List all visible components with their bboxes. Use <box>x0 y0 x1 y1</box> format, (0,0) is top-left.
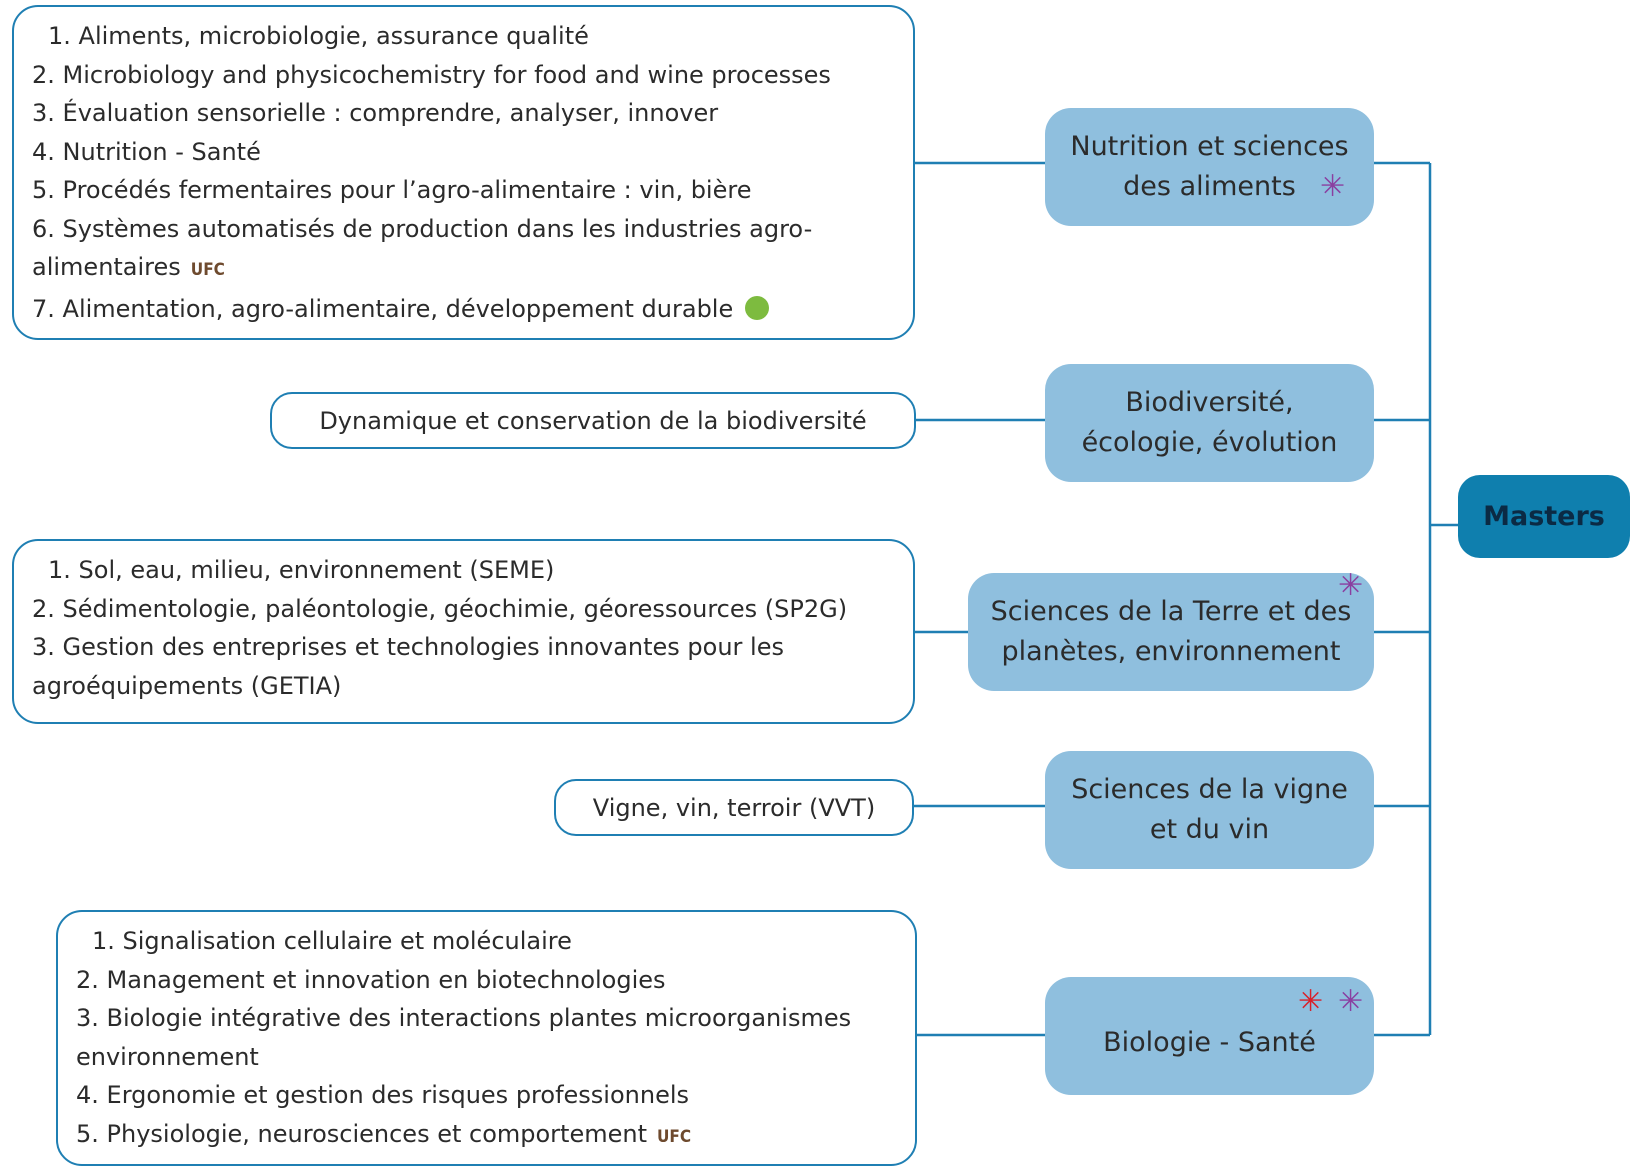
node-vigne-vin: Sciences de la vigne et du vin <box>1045 751 1374 869</box>
earth-sciences-courses-list: 1. Sol, eau, milieu, environnement (SEME… <box>12 539 915 724</box>
list-item: 2. Management et innovation en biotechno… <box>76 965 666 994</box>
list-item: 4. Nutrition - Santé <box>32 137 261 166</box>
list-item: 1. Aliments, microbiologie, assurance qu… <box>48 22 589 50</box>
nutrition-courses-list: 1. Aliments, microbiologie, assurance qu… <box>12 5 915 340</box>
list-item: Vigne, vin, terroir (VVT) <box>592 793 876 822</box>
list-item: alimentaires UFC <box>32 248 899 290</box>
list-item: 5. Physiologie, neurosciences et comport… <box>76 1115 901 1157</box>
node-nutrition: Nutrition et sciences des aliments <box>1045 108 1374 226</box>
node-biodiversite: Biodiversité, écologie, évolution <box>1045 364 1374 482</box>
list-item: 4. Ergonomie et gestion des risques prof… <box>76 1081 690 1109</box>
purple-star-icon: ✳ <box>1338 568 1364 603</box>
node-sciences-terre: Sciences de la Terre et des planètes, env… <box>968 573 1374 691</box>
node-label: Biologie - Santé <box>1103 1027 1316 1058</box>
list-item: 7. Alimentation, agro-alimentaire, dével… <box>32 290 899 329</box>
node-label: Nutrition et sciences <box>1070 131 1349 162</box>
ufc-badge: UFC <box>190 260 225 280</box>
list-item: 3. Évaluation sensorielle : comprendre, … <box>32 99 719 127</box>
root-node-masters: Masters <box>1458 475 1630 558</box>
list-item: 5. Procédés fermentaires pour l’agro-ali… <box>32 176 752 204</box>
list-item-text: 5. Physiologie, neurosciences et comport… <box>76 1119 647 1148</box>
node-label: Sciences de la vigne <box>1071 774 1348 805</box>
biology-health-courses-list: 1. Signalisation cellulaire et moléculai… <box>56 910 917 1166</box>
red-star-icon: ✳ <box>1298 984 1324 1019</box>
purple-star-icon: ✳ <box>1338 984 1364 1019</box>
root-label: Masters <box>1483 501 1605 532</box>
purple-star-icon: ✳ <box>1320 169 1346 204</box>
node-label: écologie, évolution <box>1081 427 1338 458</box>
node-biologie-sante: Biologie - Santé <box>1045 977 1374 1095</box>
node-label: planètes, environnement <box>1001 636 1341 667</box>
node-label: des aliments <box>1123 171 1296 202</box>
green-dot-icon <box>745 295 770 320</box>
node-label: et du vin <box>1149 814 1270 845</box>
list-item: Dynamique et conservation de la biodiver… <box>319 406 867 435</box>
list-item: environnement <box>76 1042 259 1071</box>
biodiversity-course: Dynamique et conservation de la biodiver… <box>270 392 916 449</box>
list-item: 1. Signalisation cellulaire et moléculai… <box>92 927 572 955</box>
list-item-text: 7. Alimentation, agro-alimentaire, dével… <box>32 294 734 323</box>
ufc-badge: UFC <box>656 1126 692 1147</box>
list-item: 3. Biologie intégrative des interactions… <box>76 1004 852 1032</box>
node-label: Biodiversité, <box>1125 387 1294 418</box>
list-item: agroéquipements (GETIA) <box>32 671 342 700</box>
vine-course: Vigne, vin, terroir (VVT) <box>554 779 914 836</box>
list-item-text: alimentaires <box>32 253 181 281</box>
list-item: 1. Sol, eau, milieu, environnement (SEME… <box>48 556 555 584</box>
list-item: 3. Gestion des entreprises et technologi… <box>32 633 784 661</box>
list-item: 2. Microbiology and physicochemistry for… <box>32 60 831 89</box>
node-label: Sciences de la Terre et des <box>990 596 1352 627</box>
list-item: 2. Sédimentologie, paléontologie, géochi… <box>32 594 848 623</box>
list-item: 6. Systèmes automatisés de production da… <box>32 214 813 243</box>
